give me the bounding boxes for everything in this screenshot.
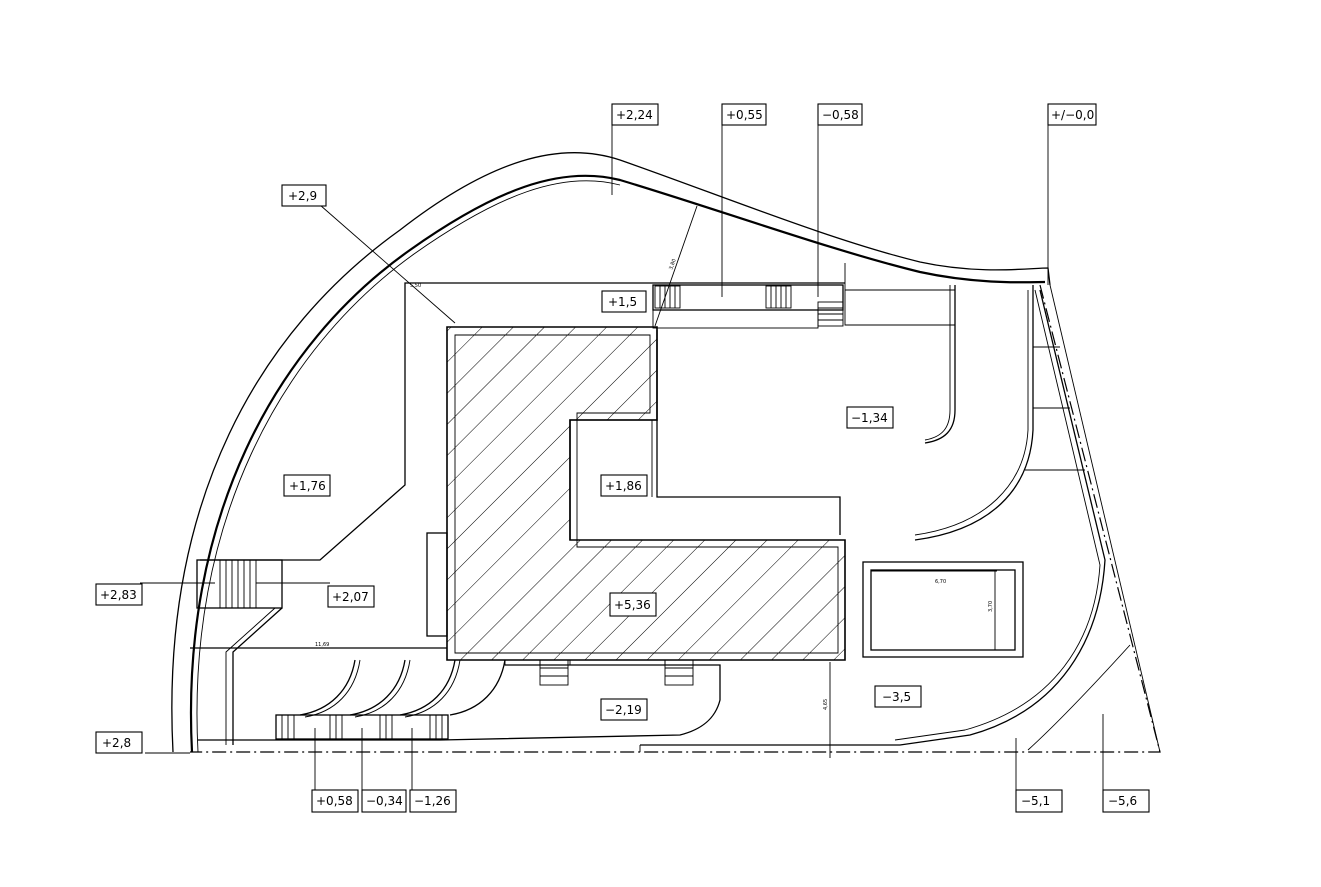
svg-text:+2,24: +2,24 [616, 108, 653, 122]
svg-text:−5,1: −5,1 [1021, 794, 1050, 808]
level-label: +0,55 [721, 103, 767, 126]
svg-text:+2,83: +2,83 [100, 588, 137, 602]
svg-text:+1,5: +1,5 [608, 295, 637, 309]
north-terrace [652, 284, 844, 329]
level-label: +5,36 [609, 592, 657, 617]
dim-diagonal: 3,80 [668, 258, 677, 271]
level-label: −3,5 [874, 685, 922, 708]
level-label: +2,07 [327, 585, 375, 608]
level-label: −5,1 [1015, 789, 1063, 813]
dim-pool-height: 3,70 [988, 601, 994, 612]
level-label: +1,86 [600, 474, 648, 497]
svg-text:−0,58: −0,58 [822, 108, 859, 122]
svg-text:+/−0,0: +/−0,0 [1051, 108, 1094, 122]
leader-lines [140, 125, 1104, 792]
east-courtyard [914, 285, 1085, 541]
level-label: +1,76 [283, 474, 331, 497]
svg-text:+2,8: +2,8 [102, 736, 131, 750]
svg-text:−1,34: −1,34 [851, 411, 888, 425]
level-label: +2,83 [95, 583, 143, 606]
level-label: −2,19 [600, 698, 648, 721]
svg-text:−3,5: −3,5 [882, 690, 911, 704]
level-label: −1,26 [409, 789, 457, 813]
svg-text:−2,19: −2,19 [605, 703, 642, 717]
dim-top: 5,50 [410, 283, 421, 289]
level-label: −0,34 [361, 789, 407, 813]
level-label: −5,6 [1102, 789, 1150, 813]
dim-long: 11,69 [315, 642, 329, 648]
east-terrace [639, 289, 1131, 752]
level-label: +1,5 [601, 290, 647, 313]
svg-text:−0,34: −0,34 [366, 794, 403, 808]
inner-courtyard [569, 330, 841, 540]
dim-pool-width: 6,70 [935, 579, 946, 585]
svg-text:+1,86: +1,86 [605, 479, 642, 493]
svg-text:−1,26: −1,26 [414, 794, 451, 808]
svg-text:+0,55: +0,55 [726, 108, 763, 122]
south-terraces [190, 647, 721, 741]
level-label: −1,34 [846, 406, 894, 429]
svg-text:+0,58: +0,58 [316, 794, 353, 808]
dimension-labels: 5,50 3,80 11,69 4,65 6,70 3,70 [315, 258, 994, 710]
level-label: +2,9 [281, 184, 327, 207]
west-stairs [196, 532, 448, 745]
level-label: +/−0,0 [1047, 103, 1097, 126]
svg-text:+2,07: +2,07 [332, 590, 369, 604]
level-label: +2,8 [95, 731, 143, 754]
svg-text:+5,36: +5,36 [614, 598, 651, 612]
svg-text:+1,76: +1,76 [289, 479, 326, 493]
level-label: +0,58 [311, 789, 359, 813]
site-boundary [171, 152, 1161, 753]
dim-vertical: 4,65 [823, 699, 829, 710]
level-label: −0,58 [817, 103, 863, 126]
svg-text:−5,6: −5,6 [1108, 794, 1137, 808]
svg-text:+2,9: +2,9 [288, 189, 317, 203]
level-labels: +2,24 +0,55 −0,58 +/−0,0 +2,9 +1,5 −1,34… [95, 103, 1150, 813]
pool [862, 561, 1024, 658]
level-label: +2,24 [611, 103, 659, 126]
